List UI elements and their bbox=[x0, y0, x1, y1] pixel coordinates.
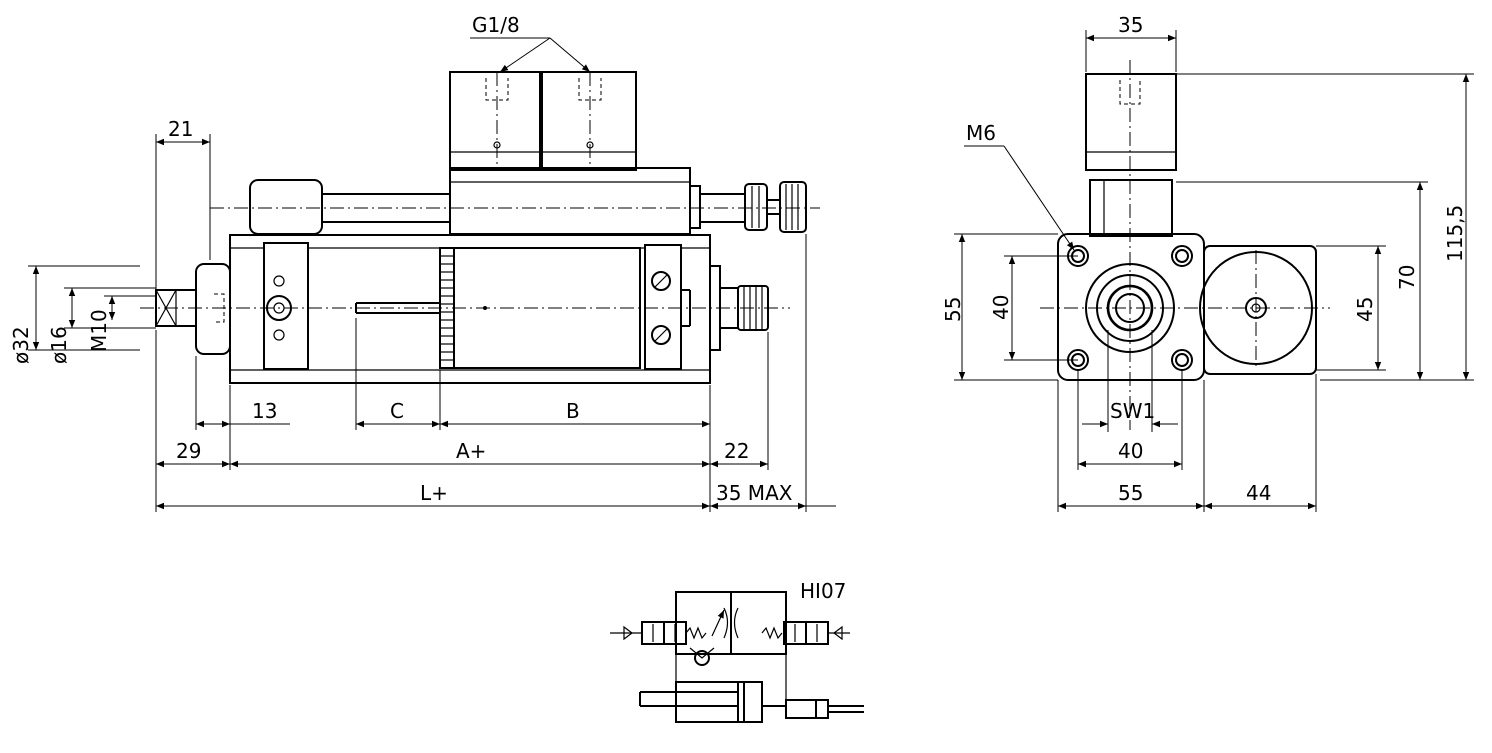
side-dim-sw1: SW1 bbox=[1110, 399, 1155, 423]
side-end-cap bbox=[1057, 233, 1205, 381]
dim-13: 13 bbox=[252, 399, 277, 423]
side-dim-55h: 55 bbox=[1118, 481, 1143, 505]
side-dim-115: 115,5 bbox=[1443, 205, 1467, 262]
throttle-knob-right bbox=[779, 181, 807, 233]
dim-dia16: ø16 bbox=[47, 326, 71, 364]
side-dim-35: 35 bbox=[1118, 13, 1143, 37]
valve-block-right bbox=[541, 71, 637, 171]
guide-head bbox=[249, 179, 323, 235]
dim-dia32: ø32 bbox=[9, 326, 33, 364]
side-stop-housing bbox=[1203, 245, 1317, 375]
front-view bbox=[140, 71, 820, 384]
side-dim-40h: 40 bbox=[1118, 439, 1143, 463]
side-dim-40v: 40 bbox=[989, 295, 1013, 320]
side-dim-m6: M6 bbox=[966, 121, 996, 145]
dim-l: L+ bbox=[420, 481, 448, 505]
side-dim-45: 45 bbox=[1353, 297, 1377, 322]
front-flange bbox=[263, 242, 309, 370]
front-view-dimensions: G1/8 21 13 C B 29 A+ 22 bbox=[9, 13, 836, 512]
rod-nose bbox=[195, 263, 231, 355]
dim-21: 21 bbox=[168, 117, 193, 141]
side-dim-55v: 55 bbox=[941, 297, 965, 322]
dim-29: 29 bbox=[176, 439, 201, 463]
side-dim-70: 70 bbox=[1395, 265, 1419, 290]
pneumatic-schematic: HI07 bbox=[610, 579, 864, 723]
side-dim-44: 44 bbox=[1246, 481, 1271, 505]
dim-a: A+ bbox=[456, 439, 486, 463]
rear-flange bbox=[644, 244, 682, 370]
schematic-code: HI07 bbox=[800, 579, 846, 603]
dim-c: C bbox=[390, 399, 404, 423]
dim-b: B bbox=[566, 399, 580, 423]
throttle-knob-left bbox=[744, 183, 768, 231]
manifold-block bbox=[449, 167, 691, 235]
side-manifold bbox=[1089, 179, 1173, 237]
dim-35-max: 35 MAX bbox=[716, 481, 793, 505]
side-view bbox=[1040, 60, 1330, 430]
dim-m10: M10 bbox=[87, 309, 111, 352]
side-valve-block bbox=[1085, 73, 1177, 171]
valve-block-left bbox=[449, 71, 541, 171]
dim-port-thread: G1/8 bbox=[472, 13, 520, 37]
dim-22: 22 bbox=[724, 439, 749, 463]
side-view-dimensions: 35 M6 55 40 SW1 40 55 44 bbox=[941, 13, 1474, 512]
